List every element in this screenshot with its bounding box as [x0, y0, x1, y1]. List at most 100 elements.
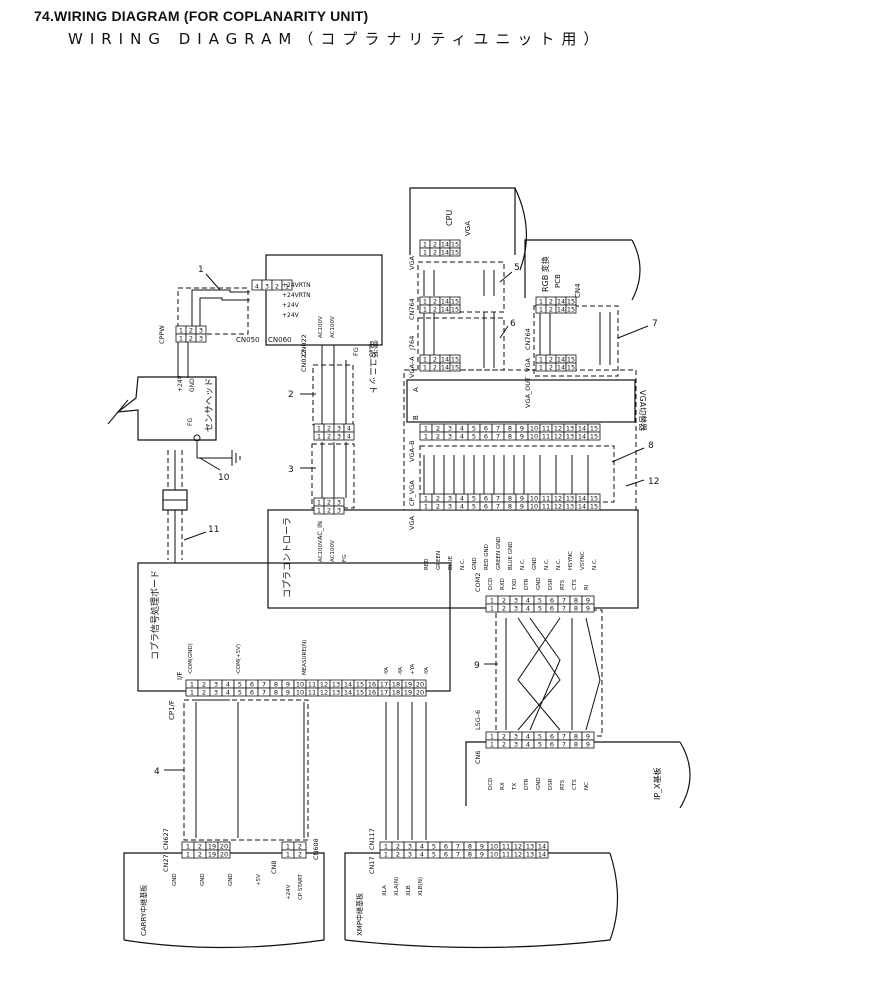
vga-signal-label: GREEN GND — [496, 536, 502, 570]
pin-cell — [217, 849, 231, 859]
pin-number: 3 — [408, 851, 412, 859]
pin-number: 14 — [441, 306, 449, 314]
pin-cell — [581, 739, 595, 749]
pin-number: 4 — [420, 851, 424, 859]
pin-number: 4 — [526, 605, 530, 613]
com2-signal-label: RXD — [500, 578, 506, 590]
psu-pin-label: +24V — [282, 302, 300, 309]
pin-number: 6 — [250, 681, 254, 689]
pin-number: 5 — [538, 741, 542, 749]
pin-number: 3 — [337, 499, 341, 507]
com2-signal-label: RI — [584, 584, 590, 590]
pin-number: 2 — [502, 597, 506, 605]
pin-number: 19 — [404, 689, 412, 697]
pin-number: 4 — [460, 503, 464, 511]
wire-runs — [174, 270, 611, 840]
psu-ac-label: AC100V — [318, 316, 324, 338]
pin-number: 13 — [566, 503, 574, 511]
pin-number: 3 — [214, 689, 218, 697]
coplanar-controller-label: コプラコントローラ — [282, 517, 293, 598]
ground-icon — [196, 442, 241, 466]
pin-number: 1 — [424, 503, 428, 511]
pin-number: 4 — [526, 733, 530, 741]
xmp-signal-label: XLB — [406, 885, 412, 896]
pin-number: 10 — [530, 433, 538, 441]
pin-number: 1 — [384, 851, 388, 859]
pin-number: 2 — [502, 741, 506, 749]
vga-label: VGA — [408, 256, 416, 270]
pin-number: 6 — [484, 433, 488, 441]
pin-number: 1 — [539, 356, 543, 364]
fg-terminal — [193, 434, 201, 442]
pin-number: 15 — [590, 433, 598, 441]
callout-3: 3 — [288, 465, 294, 475]
com2-signal-label: DCD — [488, 578, 494, 590]
vga-out-label-top: VGA — [524, 358, 532, 372]
callout-11: 11 — [208, 525, 219, 535]
com2-signal-label: DSR — [548, 578, 554, 590]
pin-number: 2 — [189, 327, 193, 335]
pin-number: 2 — [327, 507, 331, 515]
pin-number: 15 — [567, 298, 575, 306]
pin-number: 6 — [250, 689, 254, 697]
pin-number: 14 — [441, 298, 449, 306]
pin-number: 6 — [550, 605, 554, 613]
pin-number: 17 — [380, 681, 388, 689]
pin-number: 1 — [317, 499, 321, 507]
pin-number: 14 — [578, 433, 586, 441]
rgb-pcb-block — [524, 239, 641, 301]
pin-number: 6 — [444, 851, 448, 859]
pin-number: 2 — [433, 306, 437, 314]
if-label: I/F — [176, 672, 184, 680]
pin-number: 4 — [226, 681, 230, 689]
pin-number: 14 — [557, 364, 565, 372]
j764-label: J764 — [408, 336, 416, 351]
vga-signal-label: HSYNC — [568, 551, 574, 570]
pin-number: 12 — [320, 681, 328, 689]
lsg6-signal-label: CTS — [572, 779, 578, 790]
pin-number: 15 — [590, 425, 598, 433]
if-signal-label: +YA — [410, 663, 416, 675]
pin-number: 4 — [460, 425, 464, 433]
pin-number: 13 — [526, 843, 534, 851]
pin-number: 12 — [554, 503, 562, 511]
cn764-label: CN764 — [408, 298, 416, 320]
vga-signal-label: GREEN — [436, 551, 442, 570]
pin-number: 5 — [238, 681, 242, 689]
pin-number: 3 — [408, 843, 412, 851]
cn8-signal-label: CP START — [298, 873, 304, 900]
pin-number: 15 — [356, 681, 364, 689]
vga-signal-label: N.C. — [592, 558, 598, 570]
fg-sensor-label: FG — [187, 418, 194, 426]
pin-number: 8 — [574, 605, 578, 613]
cp1f-label: CP1/F — [168, 700, 176, 720]
pin-number: 2 — [549, 298, 553, 306]
cpu-label: CPU — [445, 210, 454, 226]
xmp-signal-label: XLA — [382, 885, 388, 896]
pin-number: 3 — [514, 741, 518, 749]
pin-number: 2 — [436, 425, 440, 433]
pin-number: 5 — [472, 433, 476, 441]
pin-number: 15 — [451, 356, 459, 364]
com2-signal-label: CTS — [572, 579, 578, 590]
pin-number: 8 — [508, 503, 512, 511]
pin-number: 19 — [208, 851, 216, 859]
pin-number: 1 — [179, 327, 183, 335]
pin-number: 18 — [392, 689, 400, 697]
com2-label: COM2 — [474, 573, 482, 592]
sensor-24v-label: +24V — [177, 374, 184, 392]
pin-number: 5 — [472, 495, 476, 503]
pin-number: 11 — [542, 425, 550, 433]
pin-number: 2 — [433, 249, 437, 257]
pin-number: 4 — [347, 425, 351, 433]
pin-number: 12 — [554, 425, 562, 433]
cn764-b-label: CN764 — [524, 328, 532, 350]
pin-number: 1 — [317, 433, 321, 441]
pin-number: 1 — [539, 306, 543, 314]
sensor-head-tip — [107, 399, 129, 425]
lsg6-signal-label: GND — [536, 777, 542, 790]
pin-number: 7 — [496, 433, 500, 441]
pin-number: 15 — [451, 241, 459, 249]
